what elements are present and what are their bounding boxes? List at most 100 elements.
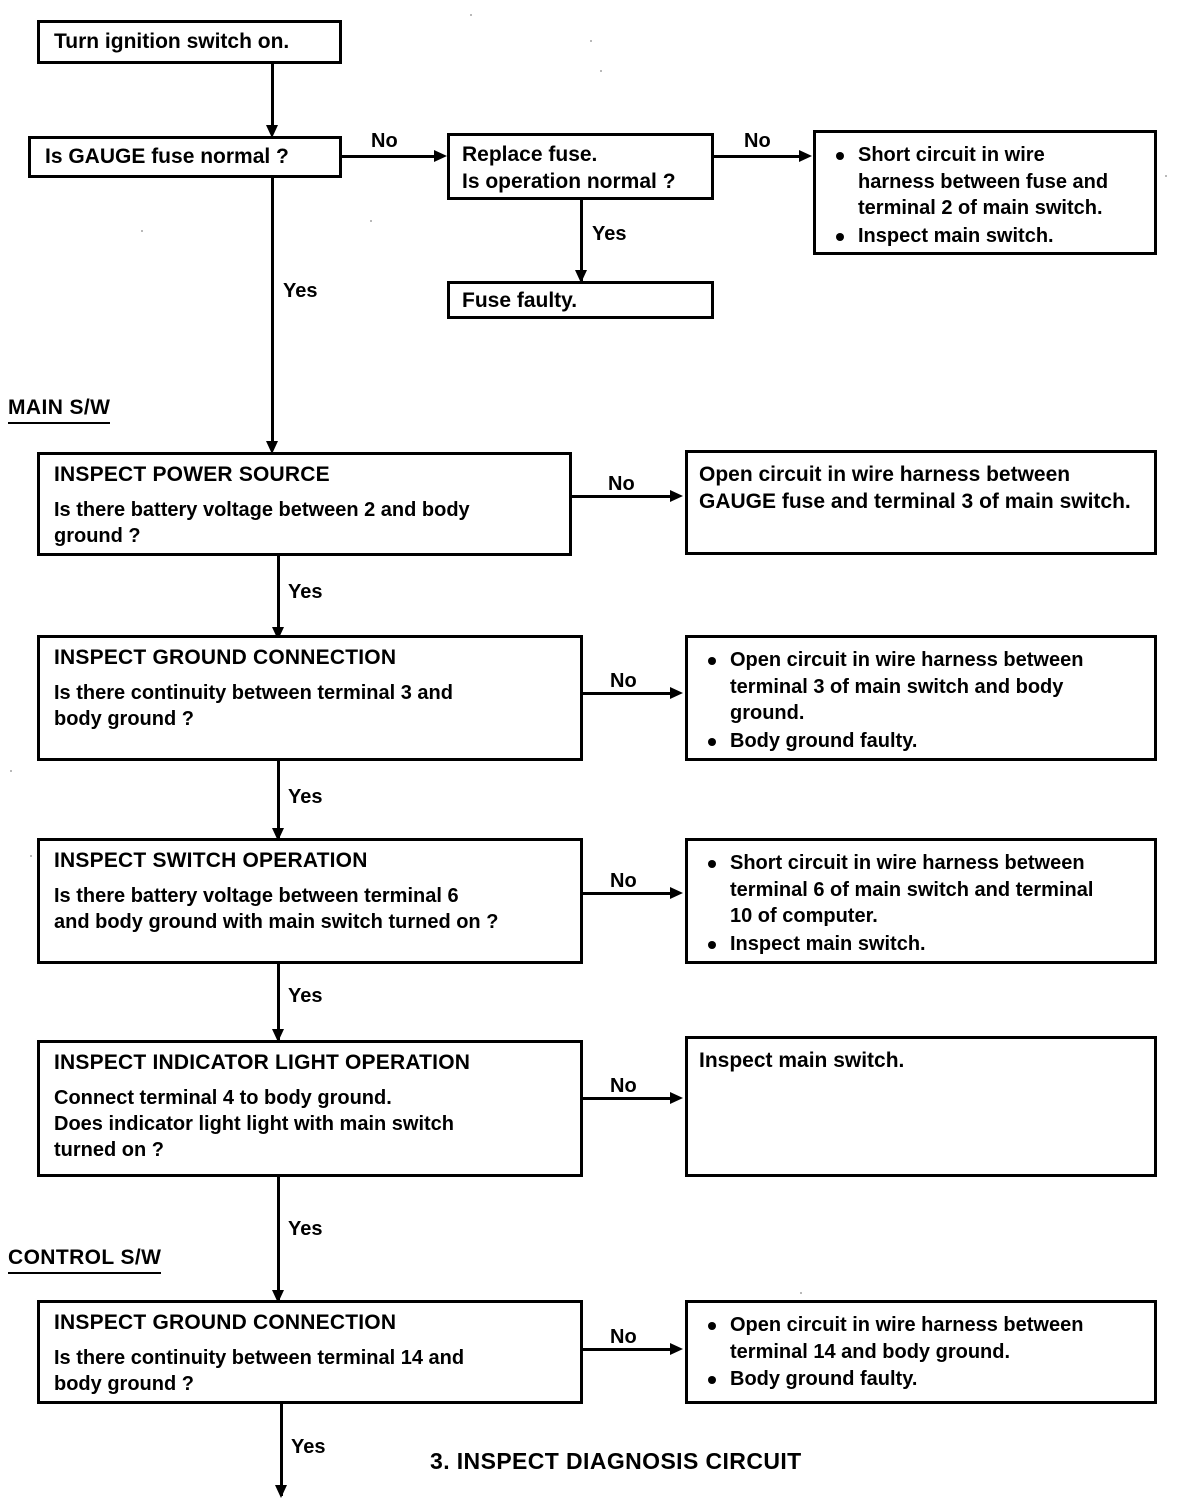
- section-label-control-sw: CONTROL S/W: [8, 1246, 162, 1274]
- node-line: Turn ignition switch on.: [54, 30, 290, 53]
- edge-label-yes: Yes: [288, 786, 323, 808]
- bullet-line: terminal 14 and body ground.: [730, 1340, 1011, 1363]
- node-open-circuit-terminal14-body-ground[interactable]: Open circuit in wire harness between ter…: [685, 1300, 1157, 1404]
- node-line: Open circuit in wire harness between: [699, 463, 1071, 486]
- scan-speck: [800, 1292, 802, 1294]
- node-short-circuit-terminal6-terminal10[interactable]: Short circuit in wire harness between te…: [685, 838, 1157, 964]
- node-line: GAUGE fuse and terminal 3 of main switch…: [699, 490, 1131, 514]
- bullet-line: Body ground faulty.: [730, 1368, 918, 1391]
- bullet-line: terminal 3 of main switch and body: [730, 675, 1064, 698]
- bullet-list: Open circuit in wire harness between ter…: [698, 1312, 1148, 1393]
- node-inspect-main-switch[interactable]: Inspect main switch.: [685, 1036, 1157, 1177]
- node-line: Connect terminal 4 to body ground.: [54, 1086, 392, 1109]
- arrow-right-icon: [799, 150, 812, 162]
- edge-label-yes: Yes: [283, 280, 318, 302]
- node-inspect-indicator-light-operation[interactable]: INSPECT INDICATOR LIGHT OPERATION Connec…: [37, 1040, 583, 1177]
- scan-speck: [141, 230, 143, 232]
- list-item: Short circuit in wire harness between te…: [698, 850, 1148, 930]
- scan-speck: [1165, 175, 1167, 177]
- arrow-right-icon: [670, 887, 683, 899]
- connector-replace-yes: [580, 200, 583, 281]
- edge-label-no: No: [610, 1075, 637, 1097]
- arrow-down-icon: [272, 828, 284, 841]
- node-line: Is GAUGE fuse normal ?: [45, 145, 289, 168]
- list-item: Inspect main switch.: [826, 223, 1148, 250]
- node-line: body ground ?: [54, 707, 194, 730]
- section-label-main-sw: MAIN S/W: [8, 396, 111, 424]
- bullet-line: Body ground faulty.: [730, 729, 918, 752]
- page-title: 3. INSPECT DIAGNOSIS CIRCUIT: [430, 1448, 802, 1474]
- node-open-circuit-gauge-terminal3[interactable]: Open circuit in wire harness between GAU…: [685, 450, 1157, 555]
- node-line: Fuse faulty.: [462, 289, 578, 312]
- node-title: INSPECT GROUND CONNECTION: [54, 1311, 397, 1334]
- node-is-gauge-fuse-normal[interactable]: Is GAUGE fuse normal ?: [28, 136, 342, 178]
- arrow-right-icon: [670, 1343, 683, 1355]
- node-fuse-faulty[interactable]: Fuse faulty.: [447, 281, 714, 319]
- bullet-line: ground.: [730, 702, 805, 725]
- bullet-line: 10 of computer.: [730, 905, 878, 928]
- node-inspect-ground-connection-main[interactable]: INSPECT GROUND CONNECTION Is there conti…: [37, 635, 583, 761]
- node-line: Is there continuity between terminal 14 …: [54, 1346, 465, 1369]
- scan-speck: [590, 40, 592, 42]
- list-item: Inspect main switch.: [698, 931, 1148, 958]
- list-item: Body ground faulty.: [698, 728, 1148, 755]
- arrow-right-icon: [670, 490, 683, 502]
- node-turn-ignition-switch-on[interactable]: Turn ignition switch on.: [37, 20, 342, 64]
- node-line: turned on ?: [54, 1138, 164, 1161]
- arrow-right-icon: [670, 687, 683, 699]
- edge-label-no: No: [610, 1326, 637, 1348]
- edge-label-no: No: [610, 670, 637, 692]
- arrow-down-icon: [275, 1485, 287, 1498]
- node-line: Replace fuse.: [462, 143, 598, 166]
- connector-gauge-no: [342, 155, 437, 158]
- node-line: Inspect main switch.: [699, 1049, 905, 1072]
- edge-label-yes: Yes: [288, 581, 323, 603]
- bullet-line: terminal 2 of main switch.: [858, 197, 1103, 220]
- connector-ground-main-no: [583, 692, 673, 695]
- bullet-list: Short circuit in wire harness between te…: [698, 850, 1148, 957]
- node-inspect-power-source[interactable]: INSPECT POWER SOURCE Is there battery vo…: [37, 452, 572, 556]
- edge-label-no: No: [610, 870, 637, 892]
- edge-label-yes: Yes: [288, 985, 323, 1007]
- node-short-circuit-fuse-terminal2[interactable]: Short circuit in wire harness between fu…: [813, 130, 1157, 255]
- list-item: Short circuit in wire harness between fu…: [826, 142, 1148, 222]
- node-line: ground ?: [54, 524, 141, 547]
- bullet-line: Short circuit in wire harness between: [730, 852, 1085, 874]
- connector-start-to-gauge: [271, 64, 274, 132]
- list-item: Open circuit in wire harness between ter…: [698, 647, 1148, 727]
- node-line: and body ground with main switch turned …: [54, 910, 499, 933]
- connector-ground-control-yes: [280, 1404, 283, 1496]
- scan-speck: [370, 220, 372, 222]
- connector-replace-no: [714, 155, 802, 158]
- arrow-down-icon: [266, 125, 278, 138]
- node-line: Is there continuity between terminal 3 a…: [54, 681, 453, 704]
- arrow-down-icon: [266, 441, 278, 454]
- arrow-down-icon: [575, 270, 587, 283]
- bullet-line: Inspect main switch.: [730, 932, 926, 955]
- bullet-line: harness between fuse and: [858, 170, 1109, 193]
- edge-label-yes: Yes: [291, 1436, 326, 1458]
- scan-speck: [600, 70, 602, 72]
- node-line: Is operation normal ?: [462, 170, 676, 194]
- bullet-line: Open circuit in wire harness between: [730, 1314, 1084, 1336]
- bullet-line: Short circuit in wire: [858, 144, 1045, 166]
- edge-label-no: No: [371, 130, 398, 152]
- edge-label-no: No: [608, 473, 635, 495]
- edge-label-yes: Yes: [288, 1218, 323, 1240]
- arrow-right-icon: [670, 1092, 683, 1104]
- list-item: Open circuit in wire harness between ter…: [698, 1312, 1148, 1365]
- node-open-circuit-terminal3-body-ground[interactable]: Open circuit in wire harness between ter…: [685, 635, 1157, 761]
- node-inspect-switch-operation[interactable]: INSPECT SWITCH OPERATION Is there batter…: [37, 838, 583, 964]
- node-replace-fuse[interactable]: Replace fuse. Is operation normal ?: [447, 133, 714, 200]
- connector-power-source-yes: [277, 556, 280, 638]
- arrow-down-icon: [272, 1029, 284, 1042]
- node-title: INSPECT GROUND CONNECTION: [54, 646, 397, 669]
- node-title: INSPECT INDICATOR LIGHT OPERATION: [54, 1051, 471, 1074]
- arrow-down-icon: [272, 1290, 284, 1303]
- node-inspect-ground-connection-control[interactable]: INSPECT GROUND CONNECTION Is there conti…: [37, 1300, 583, 1404]
- edge-label-no: No: [744, 130, 771, 152]
- bullet-line: Inspect main switch.: [858, 224, 1054, 247]
- node-line: Does indicator light light with main swi…: [54, 1112, 455, 1135]
- scan-speck: [470, 14, 472, 16]
